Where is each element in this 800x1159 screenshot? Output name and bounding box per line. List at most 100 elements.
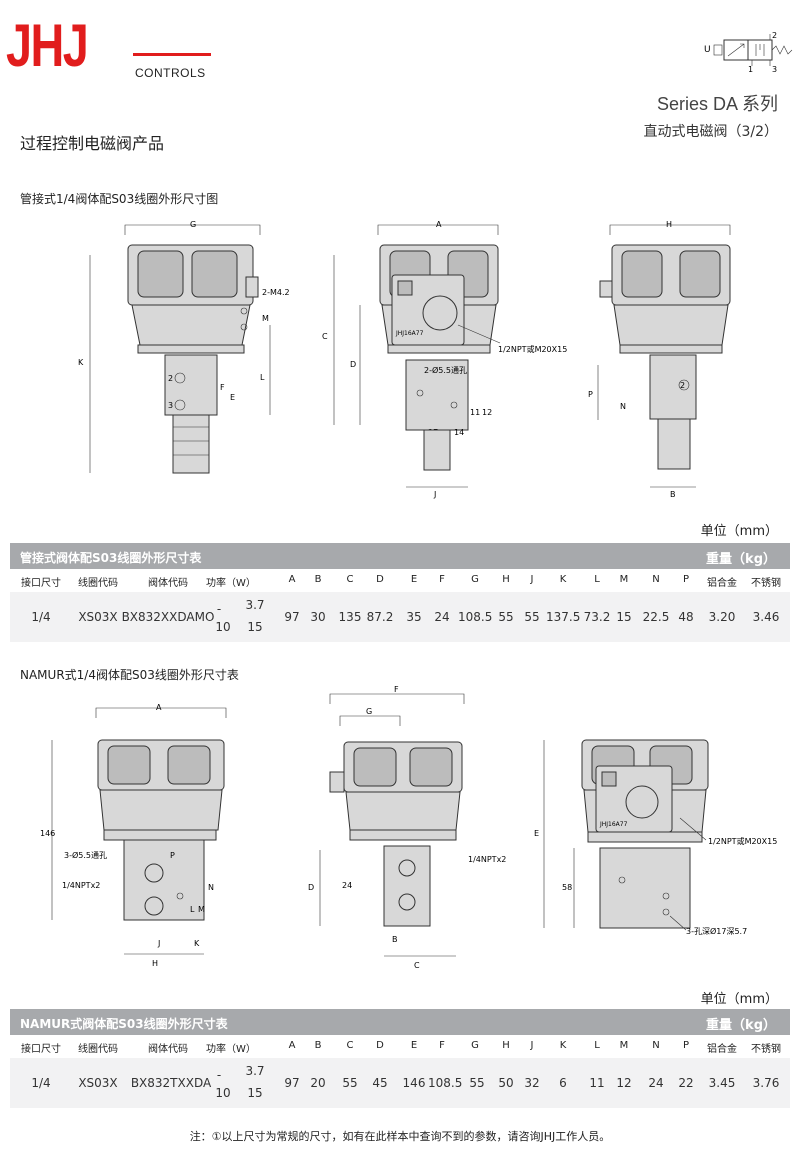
namur-dim-24: 24 (342, 881, 352, 890)
col-h: H (502, 574, 510, 585)
drawing-pipe-side: G 2-M4.2 M 2 3 K L F E (78, 220, 290, 474)
col-f: F (439, 574, 445, 585)
col-b: B (314, 1040, 322, 1051)
namur-dim-j: J (157, 939, 160, 948)
namur-dim-58: 58 (562, 883, 572, 892)
namur-dim-a: A (156, 703, 162, 712)
cell-body: BX832TXXDA (130, 1076, 212, 1090)
col-e: E (410, 1040, 418, 1051)
dim-m: M (262, 314, 269, 323)
col-n: N (652, 1040, 660, 1051)
col-j: J (530, 574, 534, 585)
logo-subtitle: CONTROLS (135, 66, 206, 80)
drawing-namur-front: F G 1/4NPTx2 D 24 B C (308, 685, 506, 970)
cell-size: 1/4 (31, 1076, 51, 1090)
dim-h: H (666, 220, 672, 229)
cell-a: 97 (284, 610, 300, 624)
nameplate-text: JHJ16A77 (395, 330, 424, 337)
cell-j: 55 (524, 610, 540, 624)
namur-callout-npt-rear: 1/2NPT或M20X15 (708, 836, 777, 846)
namur-front-npt: 1/4NPTx2 (468, 855, 506, 864)
col-g: G (471, 1040, 479, 1051)
cell-power-b: 3.7 (245, 1064, 265, 1078)
col-e: E (410, 574, 418, 585)
col-g: G (471, 574, 479, 585)
namur-nameplate: JHJ16A77 (599, 821, 628, 828)
dim-f: F (220, 383, 225, 392)
namur-dim-e: E (534, 829, 539, 838)
cell-f: 24 (434, 610, 450, 624)
cell-g: 108.5 (458, 610, 493, 624)
cell-e: 35 (406, 610, 422, 624)
symbol-port2: 2 (772, 31, 777, 40)
namur-dim-k: K (194, 939, 200, 948)
dim-14: 14 (454, 428, 464, 437)
table1-column-headers: 接口尺寸 线圈代码 阀体代码 功率（W） A B C D E F G H J K… (10, 574, 790, 590)
cell-l: 11 (589, 1076, 605, 1090)
col-c: C (346, 1040, 354, 1051)
col-ss: 不锈钢 (751, 1044, 781, 1055)
drawing-namur-side: A 146 3-Ø5.5通孔 1/4NPTx2 P N M L J K H (40, 703, 227, 968)
table1-title: 管接式阀体配S03线圈外形尺寸表 (20, 551, 202, 565)
symbol-port3: 3 (772, 65, 777, 74)
col-al: 铝合金 (707, 1044, 737, 1055)
cell-power-c: 10 (215, 620, 231, 634)
dim-a: A (436, 220, 442, 229)
col-k: K (559, 1040, 567, 1051)
cell-ss: 3.46 (752, 610, 780, 624)
table2-row-bg (10, 1058, 790, 1108)
col-power: 功率（W） (206, 1044, 256, 1055)
namur-dim-p: P (170, 851, 175, 860)
namur-dim-b: B (392, 935, 398, 944)
cell-n: 22.5 (642, 610, 670, 624)
cell-ss: 3.76 (752, 1076, 780, 1090)
dim-p: P (588, 390, 593, 399)
dim-j: J (433, 490, 436, 499)
cell-d: 45 (372, 1076, 388, 1090)
cell-power-c: 10 (215, 1086, 231, 1100)
col-coil: 线圈代码 (78, 1044, 118, 1055)
cell-c: 135 (338, 610, 362, 624)
dim-d: D (350, 360, 356, 369)
col-a: A (288, 1040, 296, 1051)
category-title: 过程控制电磁阀产品 (20, 134, 165, 153)
col-ss: 不锈钢 (751, 578, 781, 589)
drawing-pipe-front: A JHJ16A77 1/2NPT或M20X15 2-Ø5.5通孔 11 12 … (322, 220, 567, 499)
table1-header-bar: 管接式阀体配S03线圈外形尺寸表 重量（kg） (10, 543, 790, 569)
drawing-pipe-rear: H 2 P N B (588, 220, 731, 499)
cell-coil: XS03X (78, 610, 118, 624)
cell-power-a: - (216, 602, 222, 616)
cell-power-b: 3.7 (245, 598, 265, 612)
table2-row: 1/4 XS03X BX832TXXDA - 3.7 10 15 97 20 5… (10, 1058, 790, 1108)
table1-weight-label: 重量（kg） (706, 552, 776, 567)
cell-d: 87.2 (366, 610, 394, 624)
cell-k: 137.5 (546, 610, 581, 624)
col-p: P (682, 1040, 690, 1051)
dim-11: 11 (470, 408, 480, 417)
col-j: J (530, 1040, 534, 1051)
col-n: N (652, 574, 660, 585)
col-k: K (559, 574, 567, 585)
callout-holes: 2-Ø5.5通孔 (424, 365, 467, 375)
cell-m: 15 (616, 610, 632, 624)
namur-callout-thread: 3-孔深Ø17深5.7 (686, 926, 747, 936)
cell-power-a: - (216, 1068, 222, 1082)
cell-power-d: 15 (247, 620, 263, 634)
unit-label-2: 单位（mm） (700, 992, 778, 1007)
col-body: 阀体代码 (148, 578, 188, 589)
col-coil: 线圈代码 (78, 578, 118, 589)
figure1-title: 管接式1/4阀体配S03线圈外形尺寸图 (20, 192, 219, 206)
col-al: 铝合金 (707, 578, 737, 589)
logo-rule (133, 53, 211, 56)
col-l: L (594, 574, 600, 585)
dim-n: N (620, 402, 626, 411)
namur-dim-g: G (366, 707, 372, 716)
table2-title: NAMUR式阀体配S03线圈外形尺寸表 (20, 1017, 228, 1031)
rear-port-2: 2 (680, 381, 685, 390)
jhj-logo: JHJ (6, 12, 89, 79)
col-b: B (314, 574, 322, 585)
namur-dim-d: D (308, 883, 314, 892)
symbol-u-label: U (704, 45, 711, 55)
dim-e: E (230, 393, 235, 402)
col-d: D (376, 1040, 384, 1051)
